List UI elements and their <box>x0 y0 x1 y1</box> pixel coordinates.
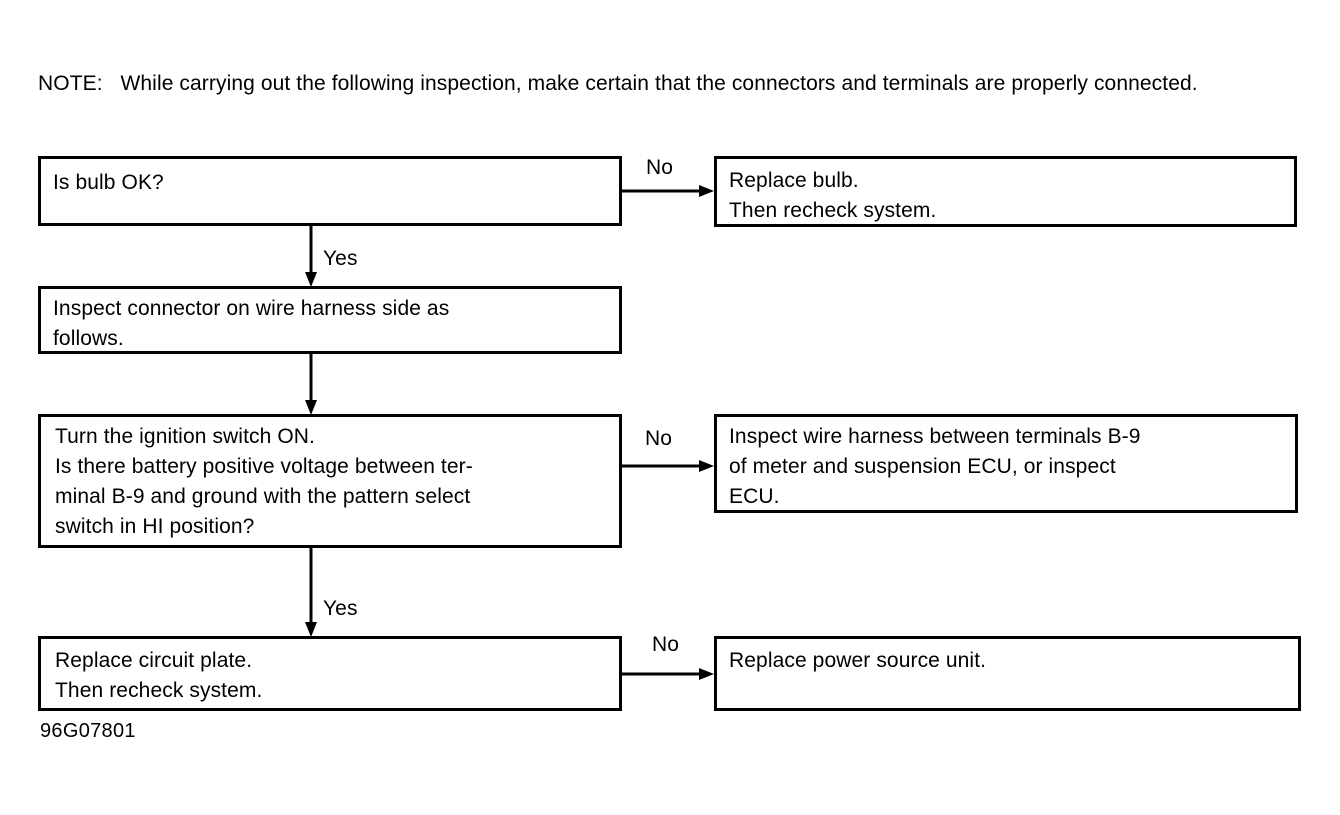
edge-label-yes-ignition: Yes <box>323 597 358 620</box>
flow-node-replace-circuit-plate-label: Replace circuit plate. Then recheck syst… <box>55 649 263 702</box>
flow-node-ignition-switch <box>38 414 622 548</box>
flow-node-inspect-wire-harness-label: Inspect wire harness between terminals B… <box>729 425 1141 508</box>
edge-label-no-ignition: No <box>645 427 673 450</box>
edge-label-no-circuit: No <box>652 633 680 656</box>
edge-label-no-bulb: No <box>646 156 674 179</box>
flow-node-replace-power-source-unit-label: Replace power source unit. <box>729 649 987 672</box>
note-paragraph: NOTE: While carrying out the following i… <box>38 72 1198 95</box>
flow-node-inspect-wire-harness <box>714 414 1298 513</box>
flow-node-replace-power-source-unit <box>714 636 1301 711</box>
edge-label-yes-bulb: Yes <box>323 247 358 270</box>
flow-node-replace-circuit-plate <box>38 636 622 711</box>
flow-node-replace-bulb <box>714 156 1297 227</box>
flow-node-is-bulb-ok-label: Is bulb OK? <box>53 171 164 194</box>
flow-node-is-bulb-ok <box>38 156 622 226</box>
flow-node-inspect-connector <box>38 286 622 354</box>
figure-code: 96G07801 <box>40 720 136 742</box>
flow-node-replace-bulb-label: Replace bulb. Then recheck system. <box>729 169 937 222</box>
flow-node-ignition-switch-label: Turn the ignition switch ON. Is there ba… <box>55 425 473 538</box>
flow-node-inspect-connector-label: Inspect connector on wire harness side a… <box>53 297 450 350</box>
